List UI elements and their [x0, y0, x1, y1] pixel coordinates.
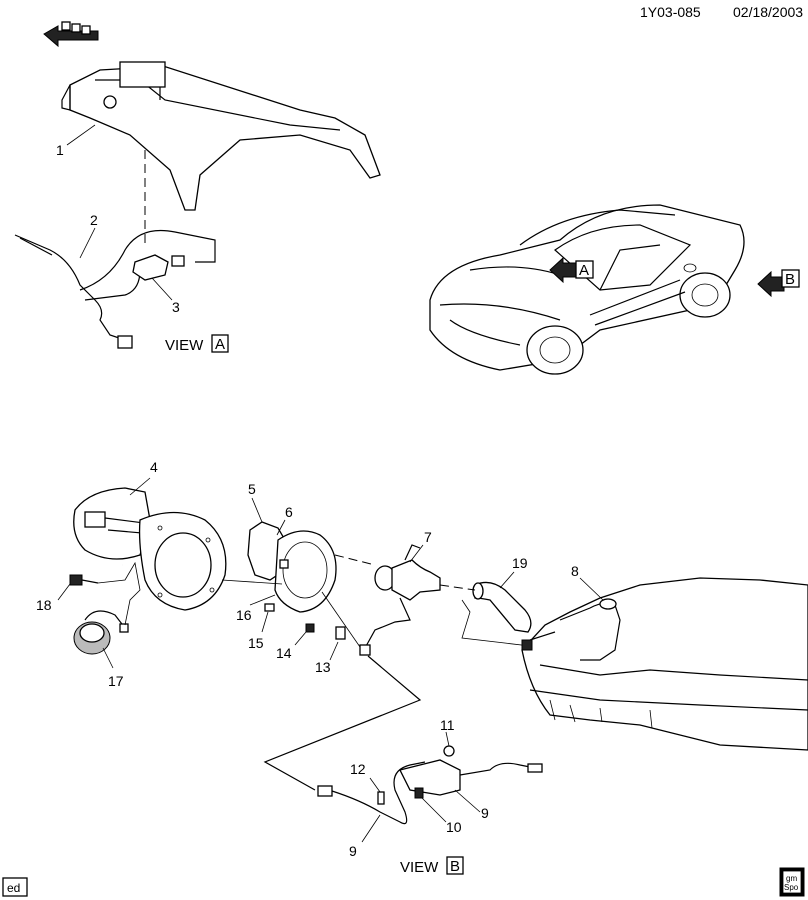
- callout-5: 5: [248, 481, 256, 497]
- fuel-tank-part: [521, 577, 808, 751]
- drawing-id: 1Y03-085: [640, 4, 701, 20]
- callout-2: 2: [90, 212, 98, 228]
- callout-3: 3: [172, 299, 180, 315]
- callout-15: 15: [248, 635, 264, 651]
- leader-17: [102, 647, 114, 669]
- leader-9b: [361, 814, 381, 843]
- view-b-letter: B: [450, 858, 460, 875]
- leader-13: [329, 641, 339, 661]
- fuel-cap-part: [73, 610, 129, 655]
- leader-12: [369, 777, 381, 793]
- leader-2: [79, 227, 96, 259]
- footer-tag-box: [2, 877, 28, 897]
- callout-4: 4: [150, 459, 158, 475]
- leader-1: [66, 124, 96, 146]
- marker-b-letter: B: [785, 271, 795, 288]
- view-a-label: VIEW: [165, 337, 204, 354]
- leader-18-group: [97, 561, 141, 626]
- drawing-date: 02/18/2003: [733, 4, 803, 20]
- gm-spo-logo-icon: gm Spo: [779, 867, 805, 897]
- leader-6: [276, 519, 286, 536]
- release-cable-part: [317, 759, 543, 825]
- housing-bracket-part: [247, 521, 337, 613]
- wiring-harness-part: [14, 229, 216, 349]
- callout-1: 1: [56, 142, 64, 158]
- callout-9b: 9: [349, 843, 357, 859]
- hose-dash: [439, 584, 476, 591]
- bolt-13-part: [335, 626, 346, 640]
- callout-14: 14: [276, 645, 292, 661]
- logo-line2: Spo: [784, 883, 799, 892]
- callout-10: 10: [446, 819, 462, 835]
- ring-to-bracket: [221, 579, 283, 585]
- leader-3: [151, 277, 173, 301]
- leader-10: [421, 797, 447, 823]
- leader-14: [294, 631, 307, 646]
- bracket-dash: [334, 554, 376, 566]
- hose-leader-group: [461, 599, 531, 647]
- callout-12: 12: [350, 761, 366, 777]
- callout-11: 11: [440, 717, 455, 733]
- leader-11: [445, 731, 450, 747]
- leader-9a: [454, 789, 481, 813]
- filler-neck-part: [359, 544, 441, 656]
- fuel-door-part: [73, 487, 227, 611]
- console-panel-part: [61, 61, 381, 211]
- leader-15: [261, 611, 269, 633]
- view-b-box: [446, 856, 464, 875]
- leader-4: [129, 477, 151, 496]
- leader-16: [249, 594, 276, 606]
- leader-5: [251, 497, 263, 523]
- callout-9a: 9: [481, 805, 489, 821]
- grommet-11-part: [443, 745, 455, 757]
- leader-18: [57, 583, 71, 601]
- leader-7: [409, 544, 424, 563]
- callout-13: 13: [315, 659, 331, 675]
- view-a-letter: A: [215, 336, 225, 353]
- bracket-to-13: [321, 591, 361, 648]
- marker-a-letter: A: [579, 262, 589, 279]
- nut-14-part: [305, 623, 315, 633]
- leader-8: [579, 577, 604, 601]
- vehicle-illustration: [429, 204, 745, 375]
- screw-18-part: [69, 574, 99, 586]
- callout-18: 18: [36, 597, 52, 613]
- pin-15-part: [264, 603, 275, 612]
- callout-7: 7: [424, 529, 432, 545]
- callout-17: 17: [108, 673, 124, 689]
- leader-19: [499, 571, 515, 589]
- front-arrow-icon: [43, 21, 99, 48]
- marker-a-icon: A: [549, 256, 594, 284]
- logo-line1: gm: [786, 874, 797, 883]
- filler-hose-part: [472, 581, 532, 633]
- callout-16: 16: [236, 607, 252, 623]
- connect-to-view-b: [263, 655, 422, 791]
- view-a-box: [211, 334, 229, 353]
- footer-tag: ed: [7, 881, 20, 895]
- callout-6: 6: [285, 504, 293, 520]
- callout-8: 8: [571, 563, 579, 579]
- view-b-label: VIEW: [400, 859, 439, 876]
- marker-b-icon: B: [757, 269, 800, 298]
- callout-19: 19: [512, 555, 528, 571]
